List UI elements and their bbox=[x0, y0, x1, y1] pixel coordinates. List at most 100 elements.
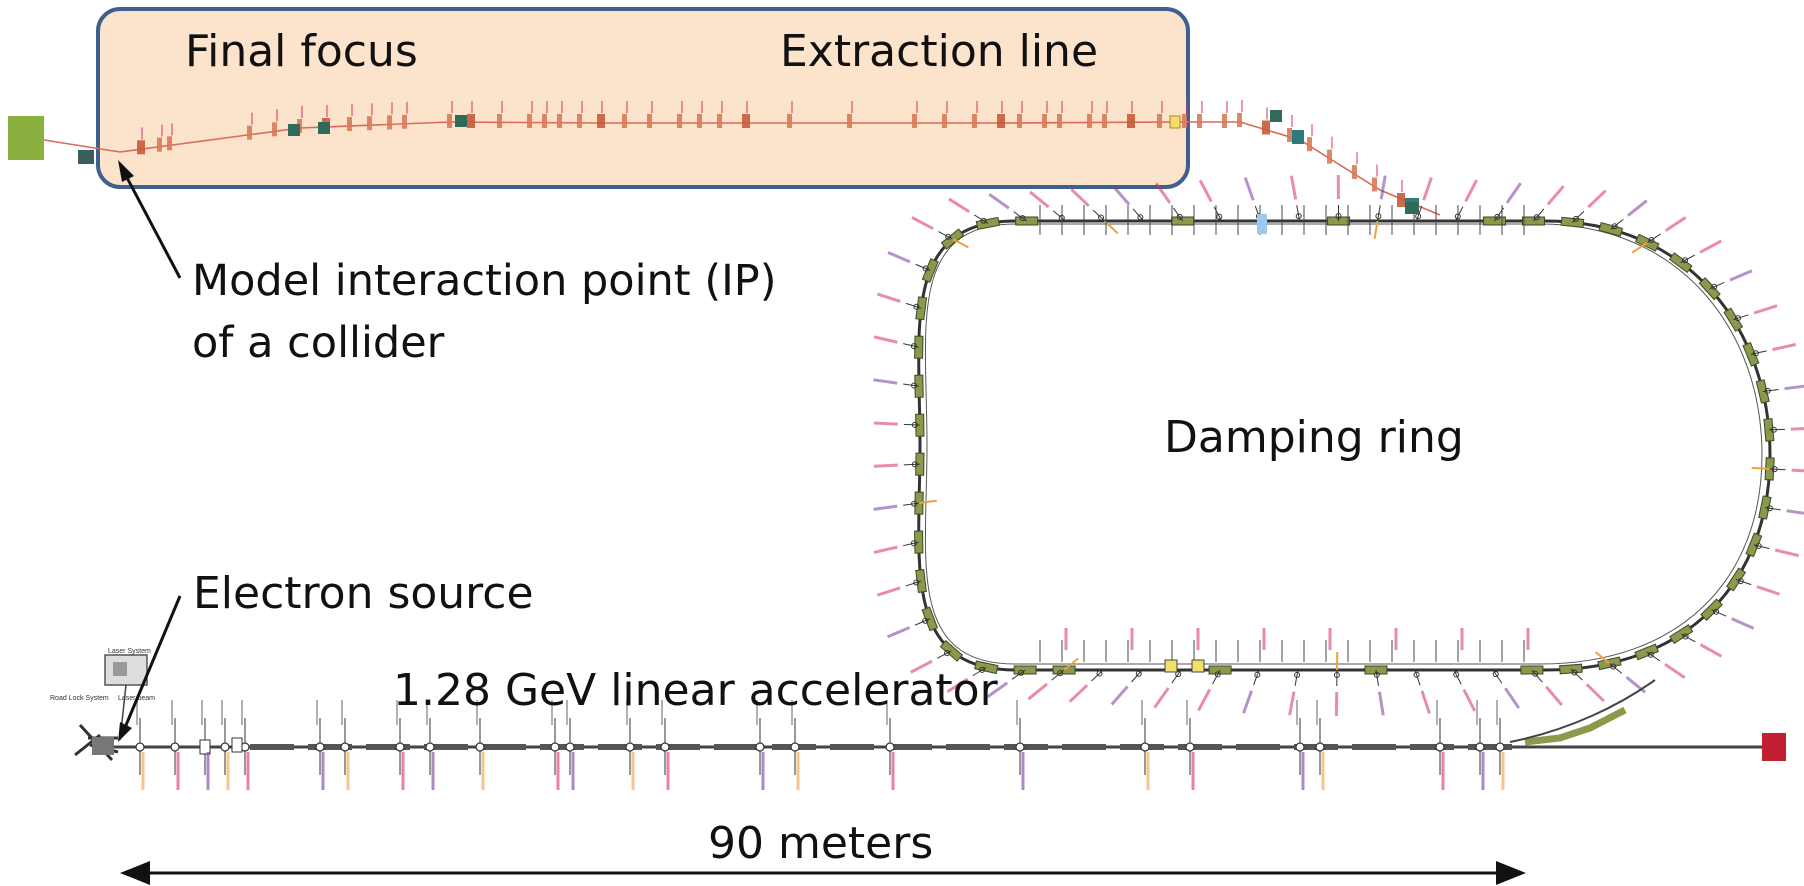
ring-label-mark bbox=[873, 504, 898, 511]
ring-label-mark bbox=[948, 197, 971, 213]
ring-label-mark bbox=[1786, 509, 1804, 515]
ring-bpm-marker bbox=[1766, 505, 1773, 512]
ring-bpm-marker bbox=[1647, 651, 1654, 658]
linac-bpm bbox=[755, 742, 765, 752]
ring-bpm-marker bbox=[1375, 213, 1382, 220]
laser-system-inner bbox=[113, 662, 127, 676]
ring-bpm-marker bbox=[1176, 213, 1183, 220]
gun-body bbox=[92, 737, 114, 755]
beamline-magnet bbox=[742, 114, 750, 128]
ring-label-mark bbox=[1377, 691, 1385, 716]
scale-bar bbox=[120, 861, 1526, 885]
beamline-magnet bbox=[1182, 114, 1187, 128]
damping-ring bbox=[873, 174, 1804, 717]
ring-bpm-marker bbox=[1611, 223, 1618, 230]
ring-bpm-marker bbox=[1453, 671, 1460, 678]
ring-bpm-marker bbox=[1494, 213, 1501, 220]
ring-orange-element bbox=[1751, 466, 1770, 470]
ring-label-mark bbox=[1546, 185, 1565, 206]
beamline-magnet bbox=[787, 114, 792, 128]
source-target-block bbox=[8, 116, 44, 160]
ip-callout-line1: Model interaction point (IP) bbox=[192, 256, 777, 306]
quadrupole-block bbox=[318, 122, 330, 134]
beamline-magnet bbox=[622, 114, 627, 128]
linac-structure bbox=[830, 744, 874, 750]
ring-label-mark bbox=[1198, 179, 1213, 203]
ring-bpm-marker bbox=[979, 666, 986, 673]
linac-bpm bbox=[170, 742, 180, 752]
ring-label-mark bbox=[1112, 185, 1131, 206]
ring-bpm-marker bbox=[1533, 214, 1540, 221]
beamline-magnet bbox=[527, 114, 532, 128]
ring-bpm-marker bbox=[1610, 663, 1617, 670]
beamline-magnet bbox=[1237, 113, 1242, 127]
ring-label-mark bbox=[1110, 685, 1129, 706]
ring-bpm-marker bbox=[1734, 315, 1741, 322]
ring-bpm-marker bbox=[1018, 669, 1025, 676]
ring-bpm-marker bbox=[1532, 670, 1539, 677]
ring-label-mark bbox=[1464, 179, 1478, 203]
beamline-magnet bbox=[1197, 114, 1202, 128]
beamline-magnet bbox=[697, 114, 702, 128]
linac-structure bbox=[714, 744, 758, 750]
ring-label-mark bbox=[877, 292, 901, 303]
ring-bpm-marker bbox=[913, 579, 920, 586]
ring-label-mark bbox=[1242, 690, 1254, 714]
beamline-magnet bbox=[942, 114, 947, 128]
linac-structure bbox=[946, 744, 990, 750]
linac-structure bbox=[424, 744, 468, 750]
linac-structure bbox=[540, 744, 584, 750]
linac-elements bbox=[135, 706, 1627, 775]
ring-bpm-marker bbox=[1254, 671, 1261, 678]
beamline-magnet bbox=[447, 114, 452, 128]
beamline-magnet bbox=[557, 114, 562, 128]
linac-structure bbox=[482, 744, 526, 750]
ring-label-mark bbox=[1699, 643, 1723, 658]
ring-bpm-marker bbox=[1096, 670, 1103, 677]
ring-bpm-marker bbox=[980, 217, 987, 224]
ring-bpm-marker bbox=[945, 233, 952, 240]
linac-bpm bbox=[340, 742, 350, 752]
ring-bpm-marker bbox=[1770, 426, 1777, 433]
linac-bpm bbox=[135, 742, 145, 752]
extraction-kicker bbox=[1169, 115, 1181, 129]
ip-block bbox=[78, 150, 94, 164]
beamline-magnet bbox=[272, 122, 277, 137]
ring-element-ticks bbox=[903, 204, 1786, 687]
beamline-magnet bbox=[1222, 114, 1227, 128]
ring-label-mark bbox=[1774, 548, 1799, 558]
linac-bpm bbox=[1140, 742, 1150, 752]
ring-label-mark bbox=[1664, 662, 1686, 679]
ring-orange-element bbox=[918, 499, 937, 505]
upper-beamline-left bbox=[43, 139, 121, 153]
ring-label-mark bbox=[1731, 617, 1755, 630]
ring-label-mark bbox=[1422, 176, 1433, 201]
ring-bpm-marker bbox=[1682, 257, 1689, 264]
ring-orange-element bbox=[952, 238, 969, 249]
ring-orange-element bbox=[1063, 657, 1079, 671]
ring-label-mark bbox=[1625, 676, 1647, 694]
ring-label-mark bbox=[1772, 342, 1797, 352]
beamline-magnet bbox=[1352, 165, 1357, 180]
ring-label-mark bbox=[911, 216, 934, 231]
ring-bpm-marker bbox=[1373, 671, 1380, 678]
ring-bpm-marker bbox=[1713, 608, 1720, 615]
ring-label-mark bbox=[1627, 199, 1648, 217]
beamline-magnet bbox=[847, 114, 852, 128]
beamline-magnet bbox=[157, 137, 162, 152]
ring-orange-element bbox=[1373, 220, 1379, 239]
beamline-magnet bbox=[1057, 114, 1062, 128]
upper-beamline-elements bbox=[137, 110, 1419, 212]
ring-bpm-marker bbox=[1135, 670, 1142, 677]
ring-label-mark bbox=[1753, 304, 1778, 315]
beamline-magnet bbox=[137, 140, 145, 155]
ring-label-mark bbox=[1699, 239, 1722, 254]
rf-cavity bbox=[1191, 659, 1205, 673]
linac-bpm bbox=[660, 742, 670, 752]
ring-label-mark bbox=[873, 421, 898, 426]
ring-label-mark bbox=[1420, 690, 1431, 715]
ring-label-mark bbox=[1545, 685, 1563, 706]
ring-orange-element bbox=[1631, 241, 1648, 254]
ip-callout-label: Model interaction point (IP) of a collid… bbox=[192, 250, 777, 374]
linac-box-element bbox=[231, 737, 243, 753]
